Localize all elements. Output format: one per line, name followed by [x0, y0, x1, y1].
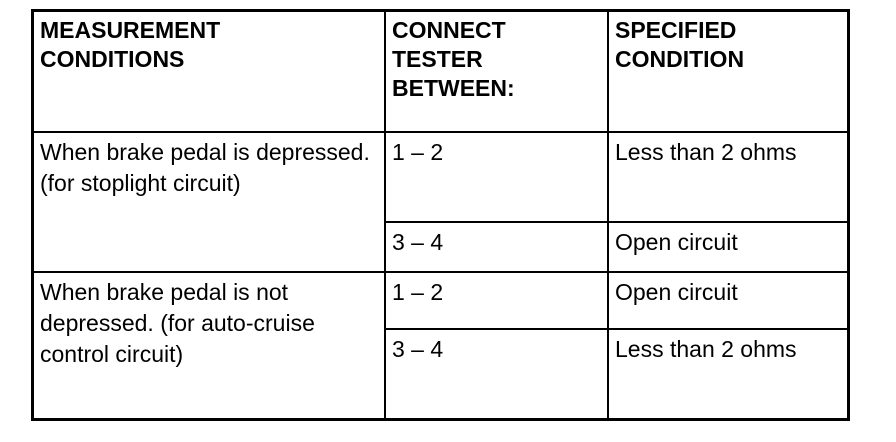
terminals-text: 1 – 2	[392, 279, 444, 305]
cell-terminals: 1 – 2	[386, 273, 609, 328]
measurement-block-brake-pedal-not-depressed: 1 – 2 Open circuit 3 – 4 Less than 2 ohm…	[386, 273, 847, 418]
condition-text: When brake pedal is not depressed. (for …	[40, 279, 315, 367]
terminals-text: 1 – 2	[392, 139, 444, 165]
cell-specified-condition: Less than 2 ohms	[609, 330, 847, 418]
cell-terminals: 3 – 4	[386, 223, 609, 271]
header-cell-specified-condition: SPECIFIED CONDITION	[609, 12, 847, 131]
cell-specified-condition: Open circuit	[609, 223, 847, 271]
spec-table: MEASUREMENT CONDITIONS CONNECT TESTER BE…	[31, 9, 850, 421]
specified-condition-text: Open circuit	[615, 279, 738, 305]
table-header-row: MEASUREMENT CONDITIONS CONNECT TESTER BE…	[34, 12, 847, 133]
cell-specified-condition: Open circuit	[609, 273, 847, 328]
header-cell-connect-tester-between: CONNECT TESTER BETWEEN:	[386, 12, 609, 131]
cell-terminals: 3 – 4	[386, 330, 609, 418]
measurement-subrow: 3 – 4 Less than 2 ohms	[386, 330, 847, 418]
specified-condition-text: Less than 2 ohms	[615, 139, 797, 165]
header-subrow: CONNECT TESTER BETWEEN: SPECIFIED CONDIT…	[386, 12, 847, 131]
measurement-subrow: 1 – 2 Open circuit	[386, 273, 847, 330]
specified-condition-text: Open circuit	[615, 229, 738, 255]
header-label-connect-tester-between: CONNECT TESTER BETWEEN:	[392, 17, 515, 101]
measurement-subrow: 1 – 2 Less than 2 ohms	[386, 133, 847, 223]
table-row: When brake pedal is not depressed. (for …	[34, 273, 847, 418]
header-label-specified-condition: SPECIFIED CONDITION	[615, 17, 745, 72]
specified-condition-text: Less than 2 ohms	[615, 336, 797, 362]
cell-specified-condition: Less than 2 ohms	[609, 133, 847, 221]
terminals-text: 3 – 4	[392, 229, 444, 255]
cell-terminals: 1 – 2	[386, 133, 609, 221]
header-label-measurement-conditions: MEASUREMENT CONDITIONS	[40, 17, 221, 72]
header-cell-measurement-conditions: MEASUREMENT CONDITIONS	[34, 12, 386, 131]
condition-text: When brake pedal is depressed. (for stop…	[40, 139, 370, 196]
cell-condition-brake-pedal-not-depressed: When brake pedal is not depressed. (for …	[34, 273, 386, 418]
cell-condition-brake-pedal-depressed: When brake pedal is depressed. (for stop…	[34, 133, 386, 271]
table-row: When brake pedal is depressed. (for stop…	[34, 133, 847, 273]
terminals-text: 3 – 4	[392, 336, 444, 362]
measurement-subrow: 3 – 4 Open circuit	[386, 223, 847, 271]
header-right-block: CONNECT TESTER BETWEEN: SPECIFIED CONDIT…	[386, 12, 847, 131]
measurement-block-brake-pedal-depressed: 1 – 2 Less than 2 ohms 3 – 4 Open circui…	[386, 133, 847, 271]
